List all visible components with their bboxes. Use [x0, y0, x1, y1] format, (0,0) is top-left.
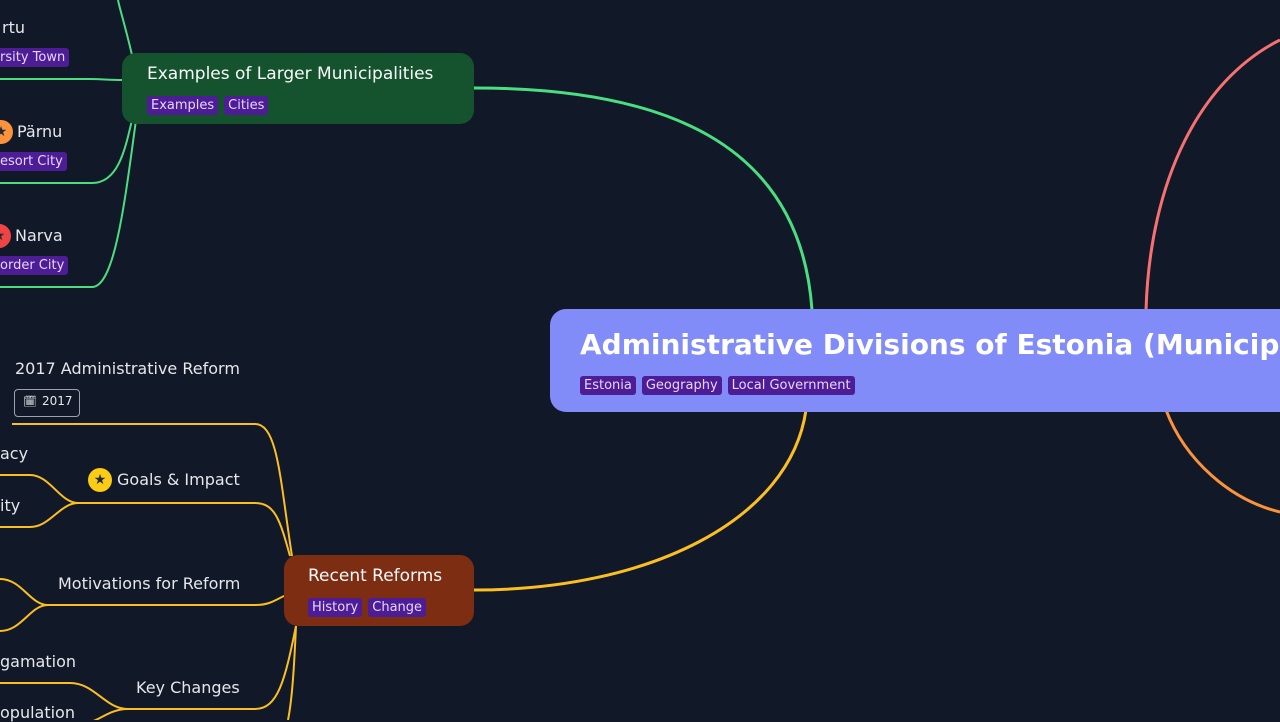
- key-changes-leaf-2[interactable]: opulation: [0, 703, 75, 722]
- star-icon: ★: [0, 120, 13, 144]
- edge-examples-tartu: [117, 0, 133, 56]
- example-parnu-tag-row: esort City: [0, 150, 73, 171]
- root-tag: Estonia: [580, 376, 636, 395]
- key-changes-label[interactable]: Key Changes: [136, 678, 240, 697]
- edge-examples-top: [0, 78, 123, 81]
- reforms-title: Recent Reforms: [308, 566, 443, 586]
- edge-keychanges-leaf2: [93, 708, 129, 720]
- edge-motivations-leaf2: [0, 604, 49, 632]
- edge-keychanges-leaf1: [0, 682, 129, 710]
- example-parnu-label[interactable]: Pärnu: [17, 122, 63, 141]
- edge-examples-narva: [0, 119, 137, 288]
- example-tartu-label[interactable]: rtu: [2, 18, 25, 37]
- examples-tag: Examples: [147, 96, 219, 115]
- reforms-tag: Change: [368, 598, 427, 617]
- examples-tags: Examples Cities: [147, 94, 274, 115]
- root-tag: Local Government: [727, 376, 855, 395]
- edge-reforms-down: [287, 625, 297, 720]
- goals-leaf-2[interactable]: ity: [0, 496, 21, 515]
- reforms-tags: History Change: [308, 596, 432, 617]
- example-tartu-tag-row: rsity Town: [0, 46, 75, 67]
- goals-leaf-1[interactable]: acy: [0, 444, 29, 463]
- examples-title: Examples of Larger Municipalities: [147, 64, 434, 84]
- root-tags: Estonia Geography Local Government: [580, 374, 861, 395]
- root-tag: Geography: [641, 376, 722, 395]
- edge-root-reforms: [473, 409, 808, 592]
- reforms-tag: History: [308, 598, 363, 617]
- edge-root-examples: [473, 86, 814, 311]
- goals-label[interactable]: Goals & Impact: [117, 470, 240, 489]
- key-changes-leaf-1[interactable]: gamation: [0, 652, 76, 671]
- example-narva-tag: order City: [0, 256, 69, 275]
- edge-reforms-keychanges: [128, 625, 297, 710]
- edge-goals-leaf2: [0, 502, 79, 528]
- star-icon: ★: [88, 468, 112, 492]
- edge-root-right-bottom: [1164, 409, 1280, 514]
- admin-reform-label[interactable]: 2017 Administrative Reform: [15, 359, 240, 378]
- root-title: Administrative Divisions of Estonia (Mun…: [580, 328, 1280, 361]
- example-narva-label[interactable]: Narva: [15, 226, 63, 245]
- star-icon: ★: [0, 224, 11, 248]
- edge-motivations-leaf1: [0, 578, 49, 606]
- edge-reforms-motivations: [48, 595, 285, 606]
- edge-root-right-top: [1144, 38, 1280, 311]
- edge-reforms-goals: [78, 502, 291, 557]
- example-tartu-tag: rsity Town: [0, 48, 70, 67]
- edge-examples-parnu: [0, 119, 133, 184]
- admin-reform-date: 2017: [41, 394, 73, 408]
- calendar-icon: 🗓: [23, 395, 37, 408]
- date-badge: 🗓 2017: [14, 389, 80, 417]
- edge-goals-leaf1: [0, 474, 79, 504]
- edge-reforms-admin: [12, 423, 293, 557]
- motivations-label[interactable]: Motivations for Reform: [58, 574, 241, 593]
- example-parnu-tag: esort City: [0, 152, 67, 171]
- example-narva-tag-row: order City: [0, 254, 74, 275]
- examples-tag: Cities: [224, 96, 269, 115]
